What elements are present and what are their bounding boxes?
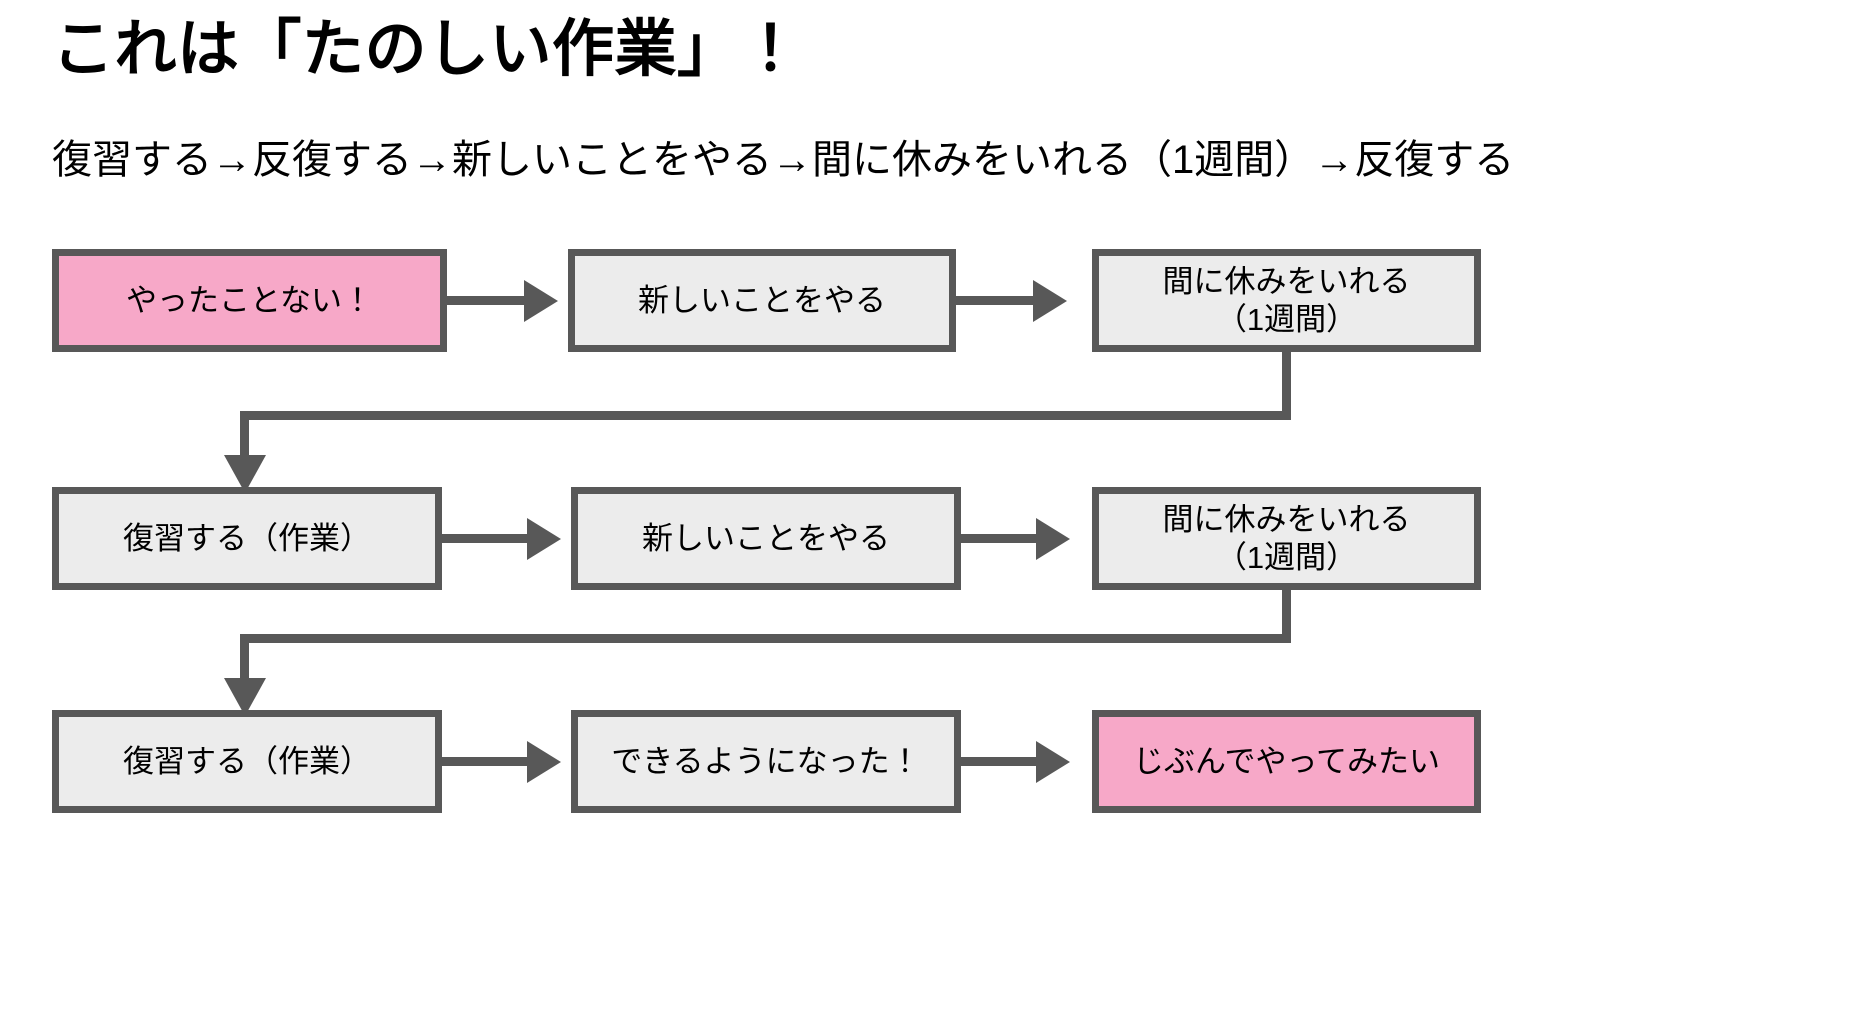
- connector-wrap2-down-right: [1282, 590, 1291, 638]
- connector-wrap1-horizontal: [240, 411, 1291, 420]
- flow-node-r2c3[interactable]: 間に休みをいれる （1週間）: [1092, 487, 1481, 590]
- connector-wrap1-down-left: [240, 411, 249, 460]
- connector-r1c1-to-r1c2-line: [447, 296, 527, 305]
- connector-wrap2-horizontal: [240, 634, 1291, 643]
- connector-wrap1-down-right: [1282, 352, 1291, 415]
- flow-node-r1c3[interactable]: 間に休みをいれる （1週間）: [1092, 249, 1481, 352]
- connector-r3c2-to-r3c3-arrowhead: [1036, 741, 1070, 783]
- flow-node-r2c2[interactable]: 新しいことをやる: [571, 487, 961, 590]
- page-title: これは「たのしい作業」！: [52, 15, 803, 84]
- connector-r1c2-to-r1c3-line: [956, 296, 1036, 305]
- connector-r1c1-to-r1c2-arrowhead: [524, 280, 558, 322]
- connector-r2c1-to-r2c2-line: [442, 534, 528, 543]
- flow-node-r3c1[interactable]: 復習する（作業）: [52, 710, 442, 813]
- page-subtitle: 復習する→反復する→新しいことをやる→間に休みをいれる（1週間）→反復する: [52, 138, 1515, 182]
- connector-r1c2-to-r1c3-arrowhead: [1033, 280, 1067, 322]
- connector-wrap1-arrowhead: [224, 455, 266, 493]
- flow-node-r3c3[interactable]: じぶんでやってみたい: [1092, 710, 1481, 813]
- connector-r2c1-to-r2c2-arrowhead: [527, 518, 561, 560]
- connector-r3c1-to-r3c2-arrowhead: [527, 741, 561, 783]
- flow-node-r1c2[interactable]: 新しいことをやる: [568, 249, 956, 352]
- connector-r2c2-to-r2c3-line: [961, 534, 1039, 543]
- flow-node-r3c2[interactable]: できるようになった！: [571, 710, 961, 813]
- flow-node-r2c1[interactable]: 復習する（作業）: [52, 487, 442, 590]
- connector-wrap2-arrowhead: [224, 678, 266, 716]
- connector-r3c1-to-r3c2-line: [442, 757, 528, 766]
- flow-node-r1c1[interactable]: やったことない！: [52, 249, 447, 352]
- connector-r3c2-to-r3c3-line: [961, 757, 1039, 766]
- connector-wrap2-down-left: [240, 634, 249, 682]
- connector-r2c2-to-r2c3-arrowhead: [1036, 518, 1070, 560]
